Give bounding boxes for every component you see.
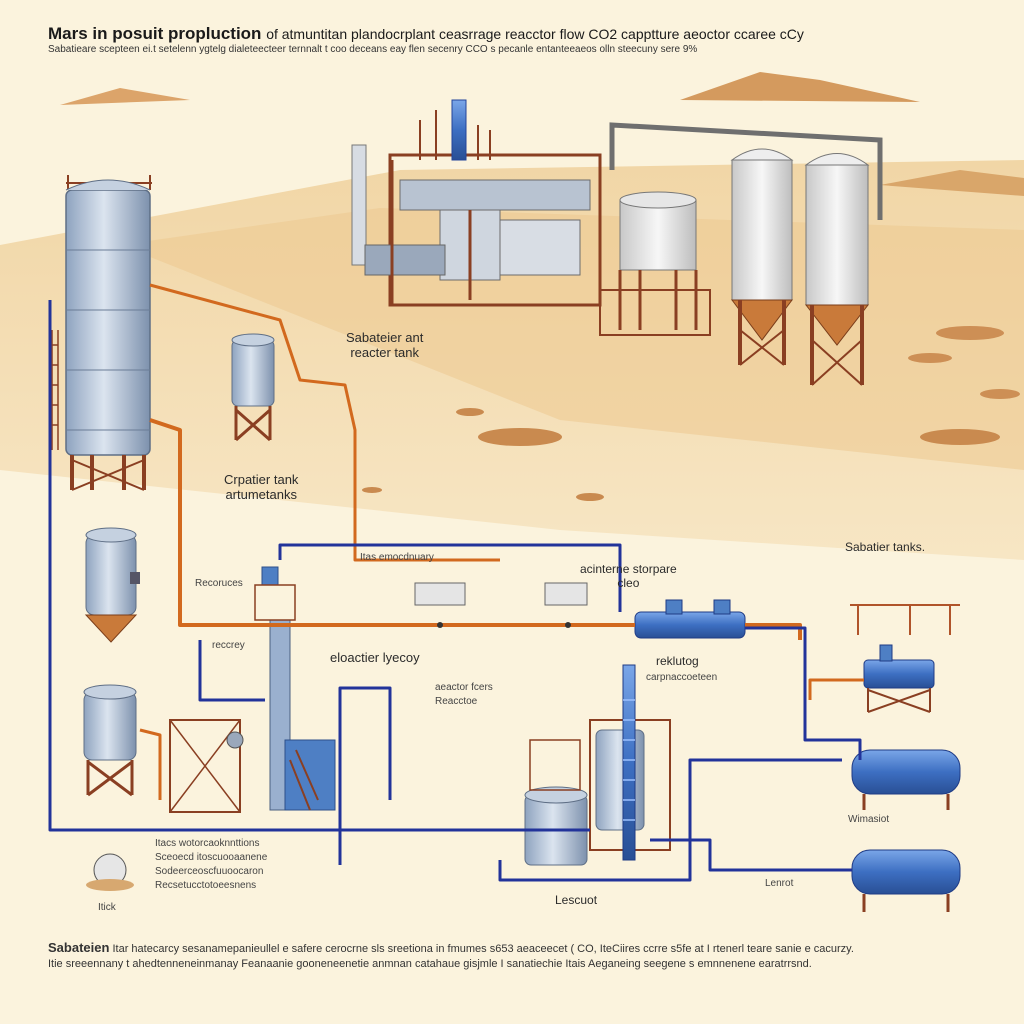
label-lenrot: Lenrot [765,878,794,889]
sabatier-reactor-tank [231,333,275,442]
dune [60,88,190,105]
footer-line-2: Itie sreeennany t ahedtenneneinmanay Fea… [48,958,812,970]
title-rest: of atmuntitan plandocrplant ceasrrage re… [266,26,804,42]
diagram-subtitle: Sabatieare scepteen ei.t setelenn ygtelg… [48,44,698,55]
central-unit [169,566,336,813]
footer-line-1: Sabateien Itar hatecarcy sesanamepanieul… [48,940,854,955]
label-recovery: reccrey [212,640,245,651]
background-plant [351,99,883,386]
rock-mound [478,428,562,446]
footer-text-1: Itar hatecarcy sesanamepanieullel e safe… [112,943,854,955]
processing-cluster [524,664,671,866]
left-note-2: Sceoecd itoscuooaanene [155,852,268,863]
label-sabatier-tanks: Sabatier tanks. [845,540,926,554]
label-rekutog: reklutog [656,654,699,668]
left-note-1: Itacs wotorcaoknnttions [155,838,260,849]
right-tanks [850,604,961,912]
title-main: Mars in posuit propluction [48,24,262,43]
label-wimassiat: Wimasiot [848,814,890,825]
label-lescuot: Lescuot [555,893,598,907]
crater-tank [84,527,140,643]
label-facs-secondary: Itas emocdnuary [360,552,434,563]
label-resources: Recoruces [195,578,243,589]
label-aquctor: aeactor fcers [435,682,493,693]
label-rekutog-sub: carpnaccoeteen [646,672,718,683]
control-box [544,582,588,606]
label-itick: Itick [98,902,116,913]
label-toactier: eloactier lyecoy [330,650,420,665]
diagram-title: Mars in posuit propluction of atmuntitan… [48,24,804,44]
left-note-3: Sodeerceoscfuuoocaron [155,866,264,877]
dune [680,72,920,102]
label-storage: acinterne storpare cleo [580,562,677,590]
label-sabatier-reactor: Sabateier ant reacter tank [346,330,424,360]
control-box [414,582,466,606]
label-aquctor-sub: Reacctoe [435,696,478,707]
blue-pipes [48,300,862,882]
label-crater-tank: Crpatier tank artumetanks [224,472,299,502]
lower-left-tank [83,684,137,797]
rock-mound [920,429,1000,445]
main-storage-silo [51,175,152,491]
left-note-4: Recsetucctotoeesnens [155,880,257,891]
orange-pipes [139,283,864,800]
footer-lead: Sabateien [48,940,110,955]
